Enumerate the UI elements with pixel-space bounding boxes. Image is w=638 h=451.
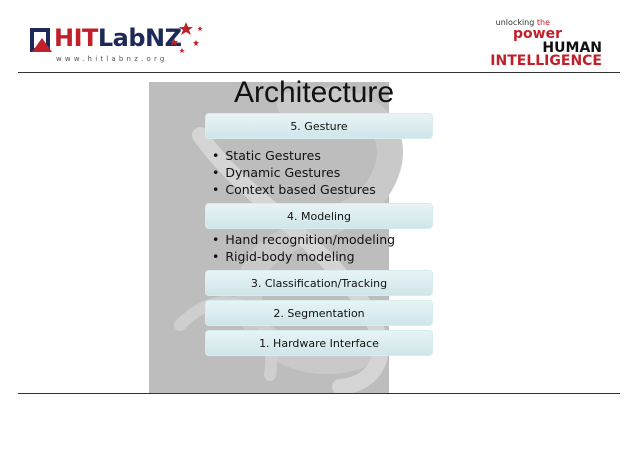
logo-wordmark: HITLabNZ [54, 24, 182, 52]
logo-stars-icon [166, 18, 206, 58]
layer-bar-modeling: 4. Modeling [205, 203, 433, 229]
footer-divider [18, 393, 620, 394]
layer-bar-hardware: 1. Hardware Interface [205, 330, 433, 356]
list-item: Rigid-body modeling [212, 248, 395, 265]
layer-bar-gesture: 5. Gesture [205, 113, 433, 139]
list-item: Dynamic Gestures [212, 164, 376, 181]
gesture-bullets: Static Gestures Dynamic Gestures Context… [212, 147, 376, 198]
list-item: Static Gestures [212, 147, 376, 164]
slide-title: Architecture [234, 76, 394, 110]
hitlabnz-logo: HITLabNZ www.hitlabnz.org [28, 18, 198, 66]
layer-bar-classification: 3. Classification/Tracking [205, 270, 433, 296]
unlocking-power-logo: unlocking the power HUMAN INTELLIGENCE [492, 18, 612, 66]
logo-hit-text: HIT [54, 24, 98, 52]
list-item: Context based Gestures [212, 181, 376, 198]
layer-bar-segmentation: 2. Segmentation [205, 300, 433, 326]
list-item: Hand recognition/modeling [212, 231, 395, 248]
logo-url: www.hitlabnz.org [56, 55, 168, 63]
logo-intelligence-text: INTELLIGENCE [490, 53, 602, 69]
modeling-bullets: Hand recognition/modeling Rigid-body mod… [212, 231, 395, 265]
header-divider [18, 72, 620, 73]
